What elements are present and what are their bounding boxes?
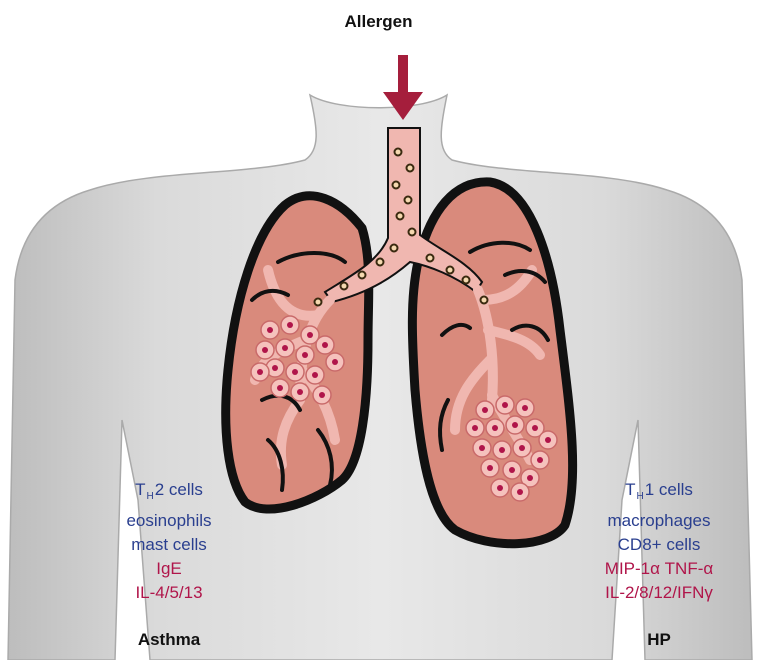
hp-panel: TH1 cells macrophages CD8+ cells MIP-1α …	[574, 478, 744, 605]
diagram-title: Allergen	[0, 12, 757, 32]
hp-caption: HP	[574, 630, 744, 650]
asthma-mediator-1: IgE	[84, 557, 254, 581]
asthma-mediator-2: IL-4/5/13	[84, 581, 254, 605]
asthma-caption: Asthma	[84, 630, 254, 650]
hp-cell-type-2: macrophages	[574, 509, 744, 533]
asthma-cell-type-2: eosinophils	[84, 509, 254, 533]
hp-cell-type-3: CD8+ cells	[574, 533, 744, 557]
hp-mediator-1: MIP-1α TNF-α	[574, 557, 744, 581]
hp-mediator-2: IL-2/8/12/IFNγ	[574, 581, 744, 605]
hp-t-cells-label: TH1 cells	[574, 478, 744, 509]
asthma-cell-type-3: mast cells	[84, 533, 254, 557]
asthma-t-cells-label: TH2 cells	[84, 478, 254, 509]
asthma-panel: TH2 cells eosinophils mast cells IgE IL-…	[84, 478, 254, 605]
